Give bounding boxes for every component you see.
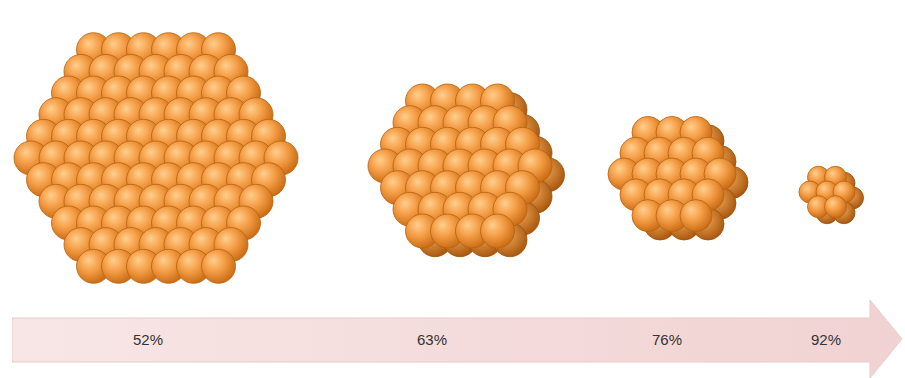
percentage-label: 76% xyxy=(652,332,682,347)
arrow-band: 52% 63% 76% 92% xyxy=(12,300,902,378)
atom-sphere xyxy=(825,196,847,218)
atom-sphere xyxy=(202,249,236,283)
arrow-polygon xyxy=(12,300,902,378)
percentage-label: 92% xyxy=(811,332,841,347)
percentage-label: 52% xyxy=(133,332,163,347)
percentage-label: 63% xyxy=(417,332,447,347)
atom-sphere xyxy=(481,214,515,248)
atom-sphere xyxy=(680,200,712,232)
